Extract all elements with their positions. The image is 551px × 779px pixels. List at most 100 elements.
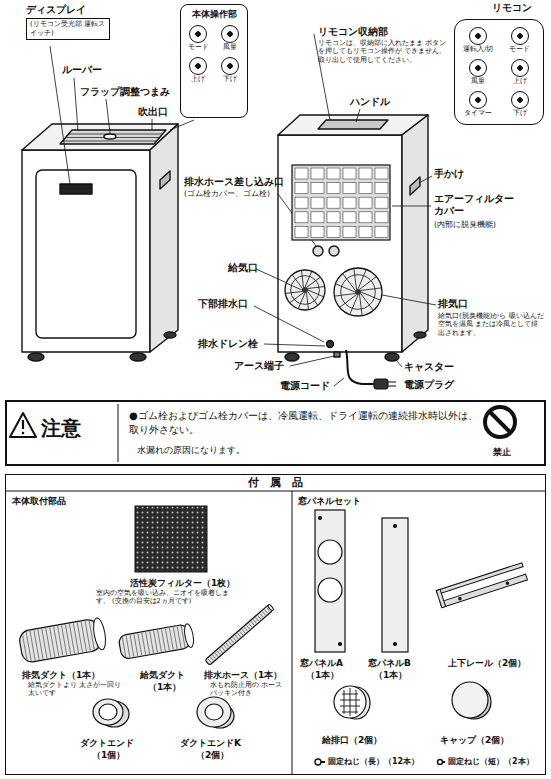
part-label: 上下レール（2個） <box>448 658 526 669</box>
note-text: (内部に脱臭機能) <box>434 220 496 229</box>
exhaust-duct <box>38 630 43 660</box>
part-label: 給排口（2個） <box>322 735 382 746</box>
drain-hose <box>242 629 245 633</box>
part-label: （1本） <box>148 682 181 693</box>
prohibition-label: 禁止 <box>493 446 511 458</box>
filter-grille <box>292 165 390 240</box>
rail <box>436 563 527 608</box>
drain-hose <box>226 643 229 647</box>
part-label: 排水ホース差し込み口 <box>184 176 284 187</box>
duct-end <box>99 704 117 720</box>
part-label: ハンドル <box>350 96 390 108</box>
drain-hose <box>205 605 273 665</box>
button-label: 運転入/切 <box>463 46 493 54</box>
leader-line <box>419 176 432 183</box>
button-circle <box>189 57 207 75</box>
back-unit <box>334 352 340 357</box>
part-label: 窓パネルB <box>368 658 411 669</box>
part-label: 活性炭フィルター（1枚） <box>130 578 235 589</box>
button-circle <box>469 27 487 45</box>
exhaust-duct <box>81 622 86 652</box>
window-panel <box>318 540 342 564</box>
duct-end <box>93 699 123 725</box>
filter-grille <box>375 183 388 194</box>
fan-grille <box>291 276 320 305</box>
front-unit <box>22 150 150 352</box>
part-label: 給気ダクト <box>140 670 185 681</box>
filter-grille <box>375 168 388 179</box>
note-text: 給気ダクトより 太さが一回り太いです <box>28 682 128 698</box>
window-panel <box>318 578 342 602</box>
button-circle <box>511 91 529 109</box>
button-circle <box>511 27 529 45</box>
section-title: 付 属 品 <box>6 476 545 489</box>
button-circle <box>469 91 487 109</box>
carbon-filter <box>135 506 207 572</box>
filter-grille <box>359 197 372 208</box>
warning-symbol <box>118 404 119 462</box>
exhaust-duct <box>62 625 67 655</box>
button-label: タイマー <box>464 110 492 118</box>
exhaust-duct <box>26 632 31 662</box>
screw <box>443 761 446 763</box>
exhaust-duct <box>65 625 70 655</box>
cap <box>452 682 491 719</box>
leader-line <box>106 99 110 133</box>
rail <box>506 582 509 585</box>
filter-grille <box>343 168 356 179</box>
supply-duct <box>122 636 126 658</box>
filter-grille <box>343 212 356 223</box>
exhaust-duct <box>77 623 82 653</box>
drain-hose <box>260 614 263 618</box>
exhaust-duct <box>42 629 47 659</box>
fan-grille <box>334 268 382 316</box>
button: 上げ <box>184 57 213 84</box>
drain-hose <box>249 623 252 627</box>
window-panel <box>339 643 342 646</box>
supply-duct <box>118 623 195 659</box>
front-unit <box>104 134 116 139</box>
button: 風量 <box>216 25 245 52</box>
leader-line <box>392 206 431 207</box>
filter-grille <box>359 168 372 179</box>
leader-line <box>356 109 360 122</box>
part-label: フラップ調整つまみ <box>80 86 170 98</box>
filter-grille <box>295 168 308 179</box>
window-panel <box>382 518 408 652</box>
note-text: 水もれ防止用の ホースパッキン付き <box>210 682 288 698</box>
button: 下げ <box>501 91 540 118</box>
filter-grille <box>327 226 340 237</box>
front-unit <box>60 130 166 144</box>
front-unit <box>60 184 92 194</box>
supply-duct <box>165 629 169 651</box>
button-label: 風量 <box>223 44 237 52</box>
part-label: 排水ホース（1本） <box>204 670 282 681</box>
supply-duct <box>183 623 195 648</box>
back-unit <box>327 341 334 348</box>
button-label: モード <box>188 44 209 52</box>
prohibition-symbol <box>485 407 515 437</box>
part-label: ダクトエンド <box>80 738 134 749</box>
part-label: エアーフィルター カバー <box>434 193 520 217</box>
part-label: 排水ドレン栓 <box>198 338 258 350</box>
drain-hose <box>233 637 236 641</box>
remote-control: リモコン運転入/切モード風量上げタイマー下げ <box>454 2 544 125</box>
drain-hose <box>255 617 258 621</box>
callout-box: ディスプレイ(リモコン受光部 運転スイッチ) <box>26 4 122 40</box>
front-unit <box>28 353 44 361</box>
button-circle <box>221 57 239 75</box>
rail <box>458 597 461 600</box>
leader-line <box>290 356 334 366</box>
filter-grille <box>311 168 324 179</box>
button: 風量 <box>459 59 498 86</box>
fan-grille <box>355 289 361 295</box>
supply-duct <box>150 631 154 653</box>
drain-hose <box>258 615 261 619</box>
back-unit <box>278 115 428 361</box>
leader-line <box>334 378 344 386</box>
drain-hose <box>215 653 218 657</box>
cap <box>452 682 488 718</box>
fan-grille <box>341 275 376 310</box>
supply-duct <box>169 628 173 650</box>
back-unit <box>313 246 323 256</box>
